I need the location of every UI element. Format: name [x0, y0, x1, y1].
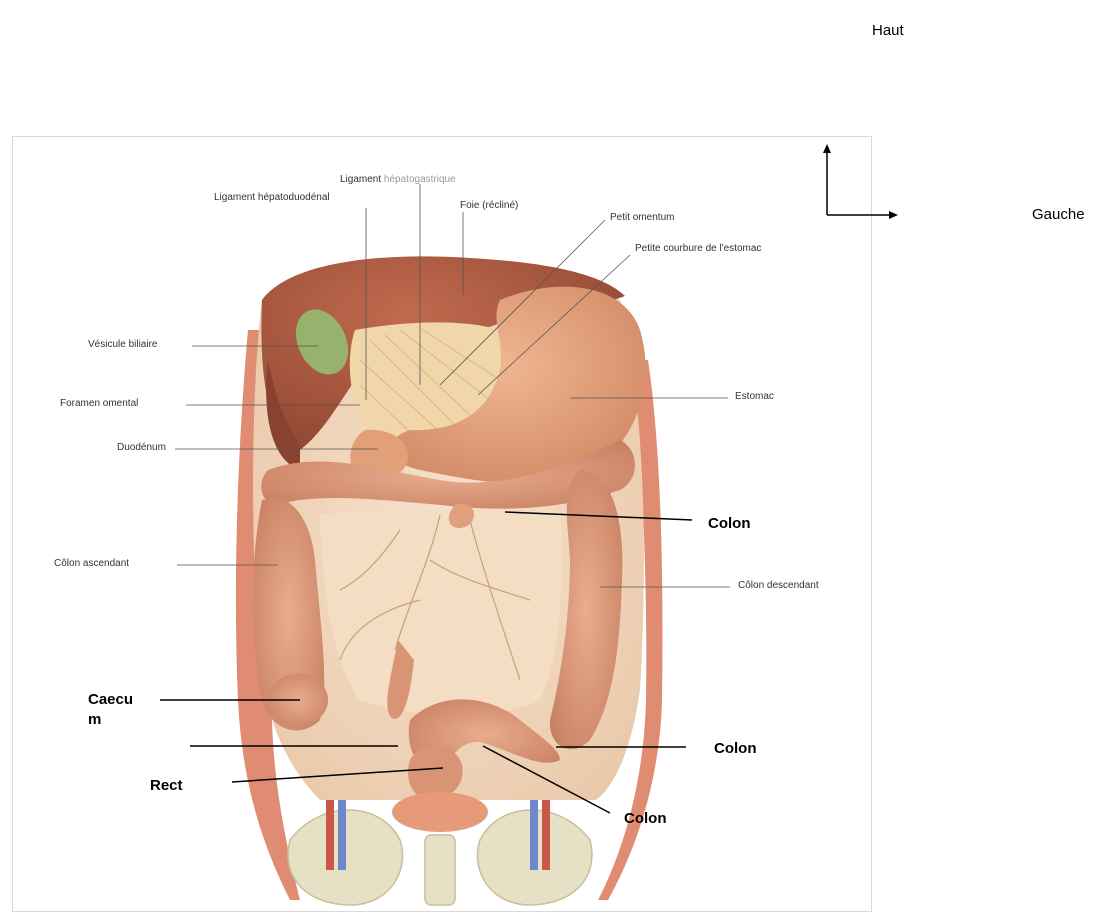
orientation-left-label: Gauche [1032, 206, 1085, 223]
label-foramen-omental: Foramen omental [60, 398, 138, 409]
label-colon-transverse: Colon [708, 515, 751, 531]
label-ligament-word: Ligament [340, 174, 381, 185]
orientation-up-label: Haut [872, 22, 904, 39]
label-colon-sigmoide: Colon [714, 740, 757, 756]
label-rectum: Rect [150, 777, 183, 793]
label-hepatogastrique-word: hépatogastrique [384, 174, 456, 185]
label-vesicule-biliaire: Vésicule biliaire [88, 339, 157, 350]
label-foie: Foie (récliné) [460, 200, 518, 211]
label-colon-bottom: Colon [624, 810, 667, 826]
label-caecum-line1: Caecu [88, 691, 133, 708]
label-ligament-hepatoduodenal: Ligament hépatoduodénal [214, 192, 330, 203]
label-duodenum: Duodénum [117, 442, 166, 453]
bladder-shape [392, 792, 488, 832]
mesentery-shape [320, 509, 562, 715]
orientation-axes [823, 144, 898, 219]
label-colon-descendant: Côlon descendant [738, 580, 819, 591]
label-petit-omentum: Petit omentum [610, 212, 674, 223]
label-estomac: Estomac [735, 391, 774, 402]
label-ligament-hepatogastrique: Ligament hépatogastrique [340, 174, 456, 185]
label-colon-ascendant: Côlon ascendant [54, 558, 129, 569]
arrow-right-icon [889, 211, 898, 219]
label-caecum-line2: m [88, 711, 101, 728]
arrow-up-icon [823, 144, 831, 153]
label-petite-courbure: Petite courbure de l'estomac [635, 243, 761, 254]
